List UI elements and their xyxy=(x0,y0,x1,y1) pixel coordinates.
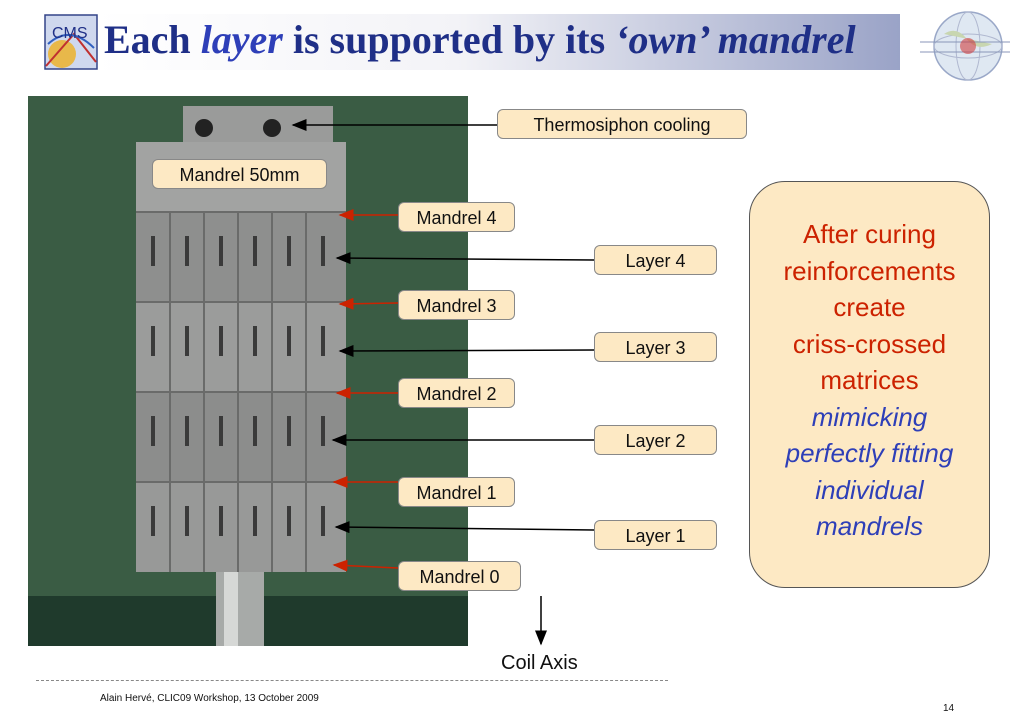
footer-divider xyxy=(36,680,668,681)
coil-axis-label: Coil Axis xyxy=(501,652,578,674)
callout-line: mandrels xyxy=(816,511,923,541)
footer-text: Alain Hervé, CLIC09 Workshop, 13 October… xyxy=(100,693,319,704)
layer4-arrow xyxy=(335,252,595,265)
layer-4-label: Layer 4 xyxy=(594,245,717,275)
thermosiphon-cooling-label: Thermosiphon cooling xyxy=(497,109,747,139)
mandrel3-arrow xyxy=(338,297,399,310)
curing-callout: After curing reinforcements create criss… xyxy=(749,181,990,588)
mandrel-50mm-label: Mandrel 50mm xyxy=(152,159,327,189)
title-layer-word: layer xyxy=(200,17,283,62)
title-own-mandrel: ‘own’ mandrel xyxy=(615,17,856,62)
layer1-arrow xyxy=(334,521,595,534)
mandrel-2-label: Mandrel 2 xyxy=(398,378,515,408)
page-number: 14 xyxy=(943,703,955,714)
layer-2-label: Layer 2 xyxy=(594,425,717,455)
mandrel-0-label: Mandrel 0 xyxy=(398,561,521,591)
mandrel-4-label: Mandrel 4 xyxy=(398,202,515,232)
cms-globe-logo xyxy=(920,11,1010,81)
cms-logo: CMS xyxy=(44,14,98,70)
layer3-arrow xyxy=(338,344,595,357)
cms-logo-text: CMS xyxy=(52,25,88,42)
callout-line: reinforcements xyxy=(783,255,956,286)
callout-line: create xyxy=(833,292,906,322)
callout-line: After curing xyxy=(803,219,936,249)
layer-3-label: Layer 3 xyxy=(594,332,717,362)
callout-line: criss-crossed xyxy=(792,328,947,359)
mandrel-3-label: Mandrel 3 xyxy=(398,290,515,320)
callout-line: perfectly fitting xyxy=(785,438,954,468)
mandrel-1-label: Mandrel 1 xyxy=(398,477,515,507)
callout-line: mimicking xyxy=(811,401,928,432)
callout-line: matrices xyxy=(820,365,919,395)
mandrel0-arrow xyxy=(332,559,399,572)
title-bar xyxy=(96,14,900,70)
slide-title: Each layer is supported by its ‘own’ man… xyxy=(104,17,856,62)
layer-1-label: Layer 1 xyxy=(594,520,717,550)
callout-line: individual xyxy=(815,474,924,505)
